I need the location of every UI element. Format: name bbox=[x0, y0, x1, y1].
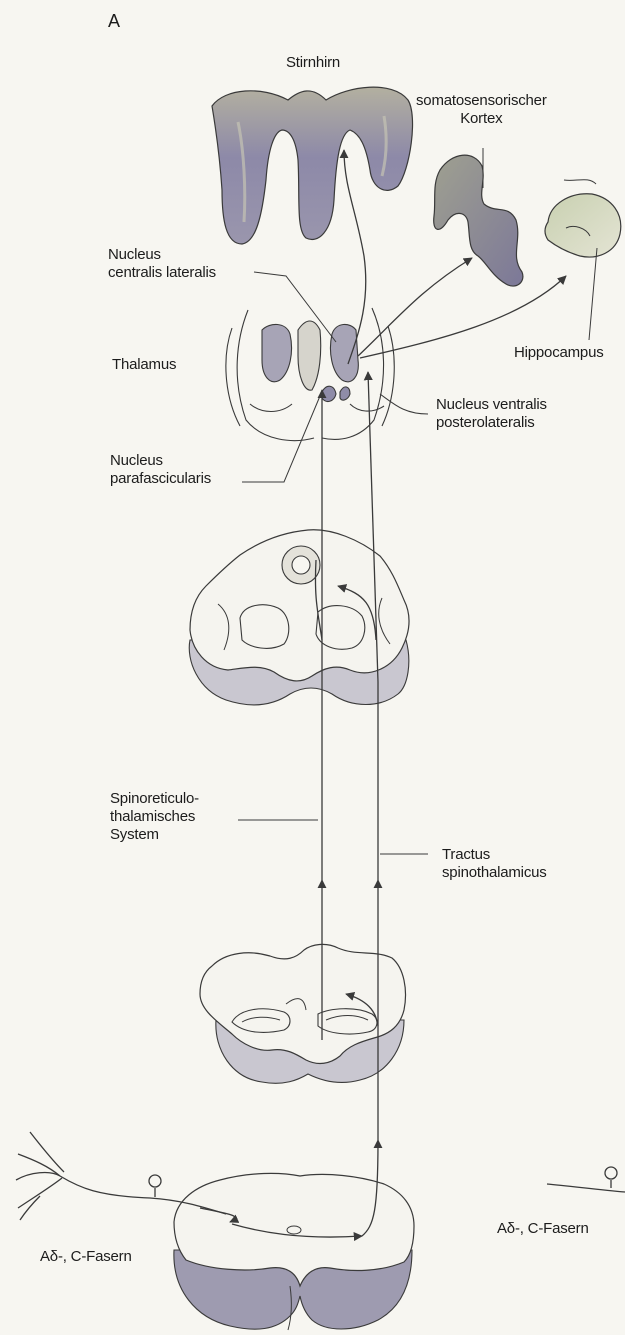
label-somatosensory-line1: somatosensorischer bbox=[416, 92, 547, 110]
label-tractus-spinothalamicus: Tractus spinothalamicus bbox=[442, 846, 547, 882]
label-srt-line3: System bbox=[110, 826, 199, 844]
label-srt-line2: thalamisches bbox=[110, 808, 199, 826]
label-hippocampus: Hippocampus bbox=[514, 344, 604, 362]
label-npf-line1: Nucleus bbox=[110, 452, 211, 470]
label-somatosensory-cortex: somatosensorischer Kortex bbox=[416, 92, 547, 128]
spinal-cord-section bbox=[174, 1173, 414, 1330]
label-nucleus-centralis-lateralis: Nucleus centralis lateralis bbox=[108, 246, 216, 282]
label-nvpl-line2: posterolateralis bbox=[436, 414, 547, 432]
label-fibers-left: Aδ-, C-Fasern bbox=[40, 1248, 132, 1266]
label-ts-line1: Tractus bbox=[442, 846, 547, 864]
leader-lines bbox=[238, 148, 597, 854]
somatosensory-cortex-shape bbox=[434, 155, 523, 286]
label-ncl-line2: centralis lateralis bbox=[108, 264, 216, 282]
label-ncl-line1: Nucleus bbox=[108, 246, 216, 264]
label-npf-line2: parafascicularis bbox=[110, 470, 211, 488]
hippocampus-shape bbox=[545, 180, 621, 257]
label-somatosensory-line2: Kortex bbox=[416, 110, 547, 128]
panel-letter: A bbox=[108, 12, 120, 30]
thalamus-to-somato bbox=[358, 258, 472, 356]
label-nucleus-parafascicularis: Nucleus parafascicularis bbox=[110, 452, 211, 488]
label-spinoreticulothalamic-system: Spinoreticulo- thalamisches System bbox=[110, 790, 199, 844]
label-ts-line2: spinothalamicus bbox=[442, 864, 547, 882]
label-fibers-right: Aδ-, C-Fasern bbox=[497, 1220, 589, 1238]
label-nucleus-ventralis-posterolateralis: Nucleus ventralis posterolateralis bbox=[436, 396, 547, 432]
label-srt-line1: Spinoreticulo- bbox=[110, 790, 199, 808]
afferent-fiber-right bbox=[547, 1167, 625, 1192]
label-thalamus: Thalamus bbox=[112, 356, 176, 374]
label-nvpl-line1: Nucleus ventralis bbox=[436, 396, 547, 414]
stirnhirn-shape bbox=[212, 87, 413, 244]
label-stirnhirn: Stirnhirn bbox=[286, 54, 340, 72]
